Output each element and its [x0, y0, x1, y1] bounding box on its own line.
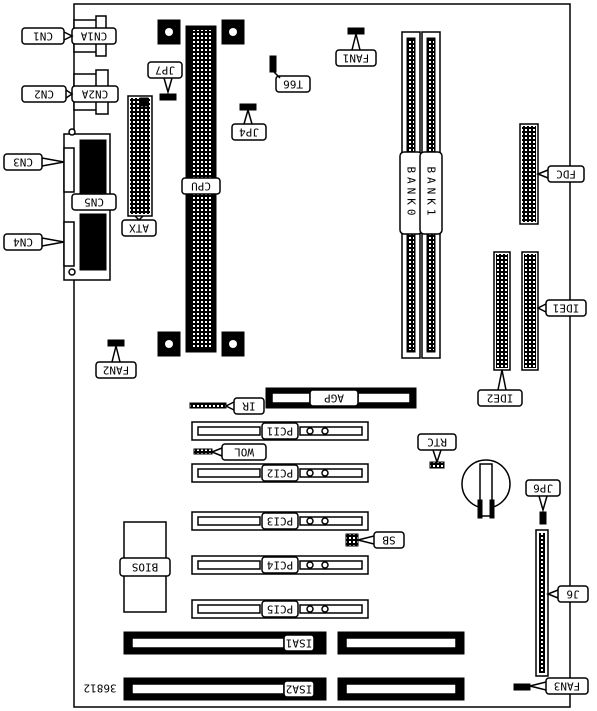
fdc-connector: FDC — [519, 123, 585, 225]
ide2-label: IDE2 — [487, 392, 514, 405]
jp6-jumper: JP6 — [525, 479, 561, 525]
fan2-header: FAN2 — [95, 339, 137, 379]
cn2a-label: CN2A — [81, 88, 108, 101]
atx-label: ATX — [129, 222, 149, 235]
cn4-callout: CN4 — [3, 233, 65, 251]
sb-header: SB — [345, 531, 405, 549]
jp4-label: JP4 — [239, 126, 259, 139]
cn1a-label: CN1A — [80, 30, 107, 43]
isa1-label: ISA1 — [286, 637, 313, 650]
ir-label: IR — [242, 400, 256, 413]
bios-label: BIOS — [132, 561, 159, 574]
jp4-jumper: JP4 — [231, 103, 267, 141]
isa2-slot-b — [337, 677, 465, 701]
pci2-slot: PCI2 — [191, 463, 369, 483]
pci1-slot: PCI1 — [191, 421, 369, 441]
bank0-dimm: BANK0 — [399, 31, 423, 359]
pci4-label: PCI4 — [266, 559, 293, 572]
atx-connector: ATX — [121, 95, 157, 237]
pci4-slot: PCI4 — [191, 555, 369, 575]
fan3-label: FAN3 — [554, 680, 581, 693]
pci3-label: PCI3 — [267, 515, 294, 528]
pci5-slot: PCI5 — [191, 599, 369, 619]
ide2-connector: IDE2 — [477, 251, 523, 407]
cn2-callout: CN2 — [21, 85, 74, 103]
rtc-label: RTC — [427, 436, 447, 449]
fan1-label: FAN1 — [343, 52, 370, 65]
ide1-label: IDE1 — [553, 302, 580, 315]
cn5-io-block: CN5 — [63, 128, 117, 281]
j6-label: J6 — [566, 588, 579, 601]
fan2-label: FAN2 — [103, 364, 130, 377]
agp-slot: AGP — [265, 387, 417, 409]
isa2-label: ISA2 — [286, 683, 313, 696]
isa1-slot-b — [337, 631, 465, 655]
board-id: 36812 — [83, 682, 116, 695]
cn2-label: CN2 — [34, 88, 54, 101]
agp-label: AGP — [324, 392, 344, 405]
cn1-callout: CN1 — [21, 27, 74, 45]
pci1-label: PCI1 — [267, 425, 294, 438]
bios-chip: BIOS — [119, 521, 171, 613]
bank1-dimm: BANK1 — [419, 31, 443, 359]
sb-label: SB — [382, 534, 396, 547]
cn1-label: CN1 — [33, 30, 53, 43]
cn4-label: CN4 — [13, 236, 33, 249]
bank1-label: BANK1 — [425, 166, 438, 219]
cn3-label: CN3 — [13, 156, 33, 169]
wol-header: WOL — [193, 443, 267, 461]
j6-connector: J6 — [535, 529, 589, 677]
pci3-slot: PCI3 — [191, 511, 369, 531]
cn2a-callout: CN2A — [71, 85, 119, 103]
t66-label: T66 — [283, 78, 303, 91]
pci2-label: PCI2 — [267, 467, 294, 480]
cn1a-callout: CN1A — [71, 27, 117, 45]
wol-label: WOL — [234, 446, 254, 459]
jp7-jumper: JP7 — [147, 61, 183, 101]
cn5-label: CN5 — [84, 196, 104, 209]
fan3-header: FAN3 — [513, 677, 589, 695]
isa1-slot: ISA1 — [123, 631, 327, 655]
jp7-label: JP7 — [155, 64, 175, 77]
pci5-label: PCI5 — [267, 603, 294, 616]
jp6-label: JP6 — [533, 482, 553, 495]
cpu-slot: CPU — [157, 19, 245, 357]
cpu-label: CPU — [191, 180, 211, 193]
t66-jumper: T66 — [269, 55, 311, 93]
cn3-callout: CN3 — [3, 153, 65, 171]
battery — [461, 459, 511, 519]
isa2-slot: ISA2 — [123, 677, 327, 701]
rtc-jumper: RTC — [417, 433, 457, 469]
ir-header: IR — [189, 397, 265, 415]
fan1-header: FAN1 — [335, 27, 377, 67]
bank0-label: BANK0 — [405, 166, 418, 219]
ide1-connector: IDE1 — [521, 251, 587, 371]
fdc-label: FDC — [556, 168, 576, 181]
